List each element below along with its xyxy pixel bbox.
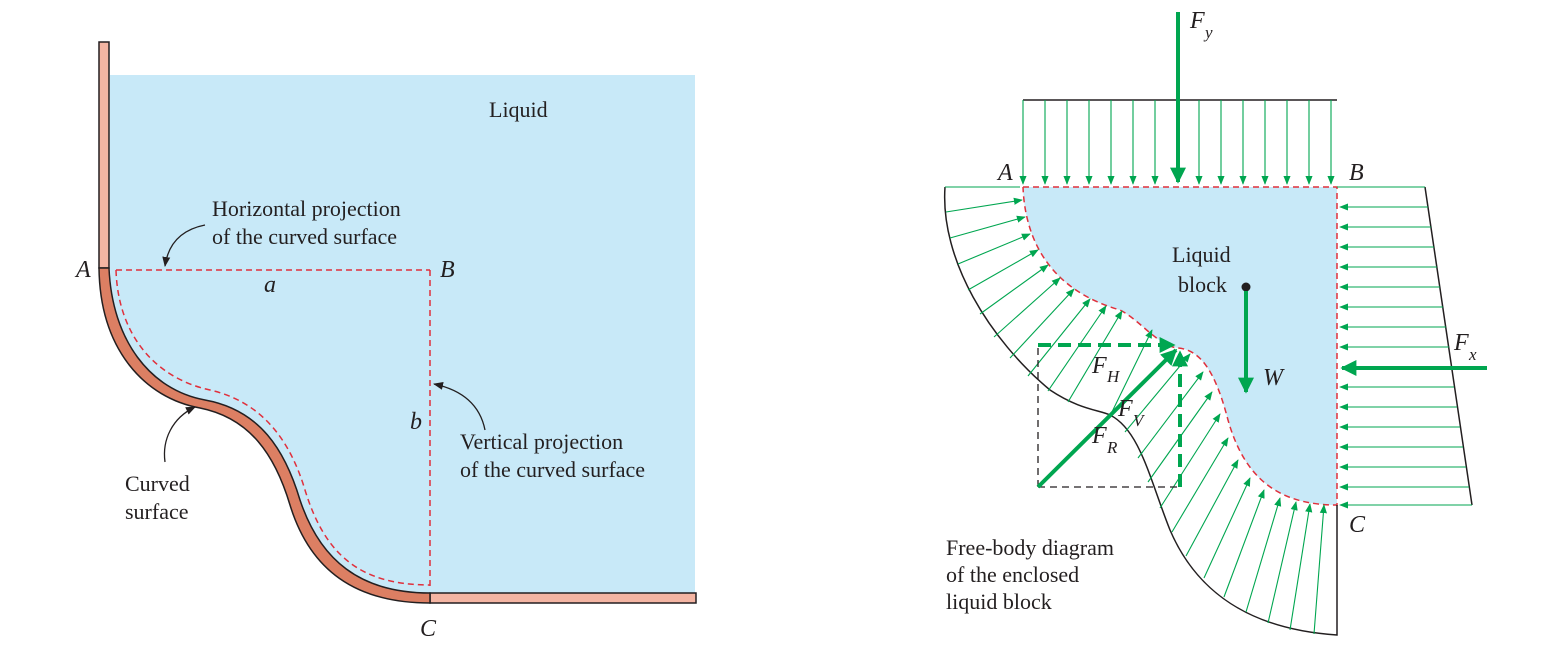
curved-surface-leader	[163, 406, 196, 463]
vertical-projection-leader	[433, 381, 486, 431]
force-fx-sub: x	[1468, 345, 1477, 364]
dim-b-label: b	[410, 409, 422, 435]
caption-line-3: liquid block	[946, 589, 1052, 614]
force-fx-label: F	[1453, 330, 1469, 356]
point-b-label: B	[440, 257, 455, 283]
caption-line-1: Free-body diagram	[946, 535, 1114, 560]
center-of-gravity-dot	[1241, 282, 1251, 292]
horizontal-projection-leader	[162, 224, 206, 267]
left-diagram: Liquid A B C a b Horizontal projection o…	[74, 41, 697, 642]
curved-surface-label-1: Curved	[125, 471, 190, 496]
left-wall	[98, 41, 110, 269]
right-pressure-envelope	[1424, 186, 1473, 506]
curved-surface	[98, 267, 431, 604]
right-pressure-arrows	[1339, 203, 1472, 509]
force-fv-sub: V	[1133, 411, 1146, 430]
vertical-projection-label-1: Vertical projection	[460, 429, 623, 454]
rb-point-c-label: C	[1349, 512, 1366, 538]
curved-pressure-arrows	[945, 197, 1327, 635]
point-a-label: A	[74, 257, 91, 283]
force-fy-sub: y	[1203, 23, 1213, 42]
liquid-block-label-1: Liquid	[1172, 242, 1231, 267]
weight-label: W	[1263, 365, 1285, 391]
force-fr-sub: R	[1106, 438, 1118, 457]
curved-surface-offset	[115, 269, 431, 586]
caption-line-2: of the enclosed	[946, 562, 1079, 587]
force-fr-arrow	[1036, 348, 1178, 489]
horizontal-projection-label-1: Horizontal projection	[212, 196, 401, 221]
curved-surface-label-2: surface	[125, 499, 189, 524]
top-pressure-arrows	[1019, 100, 1335, 185]
rb-point-b-label: B	[1349, 160, 1364, 186]
vertical-projection-label-2: of the curved surface	[460, 457, 645, 482]
force-fv-label: F	[1117, 396, 1133, 422]
liquid-block-label-2: block	[1178, 272, 1227, 297]
bottom-wall	[429, 592, 697, 604]
point-c-label: C	[420, 616, 437, 642]
dim-a-label: a	[264, 272, 276, 298]
force-fy-label: F	[1189, 8, 1205, 34]
liquid-label: Liquid	[489, 97, 548, 122]
horizontal-projection-label-2: of the curved surface	[212, 224, 397, 249]
force-fh-sub: H	[1106, 367, 1121, 386]
rb-point-a-label: A	[996, 160, 1013, 186]
liquid-region	[110, 75, 695, 593]
force-fh-label: F	[1091, 353, 1107, 379]
force-fr-label: F	[1091, 423, 1107, 449]
right-diagram: A B C Liquid block F y F x F H F V F R W…	[943, 8, 1487, 636]
liquid-block	[1023, 187, 1337, 505]
liquid-block-boundary	[1022, 186, 1338, 506]
